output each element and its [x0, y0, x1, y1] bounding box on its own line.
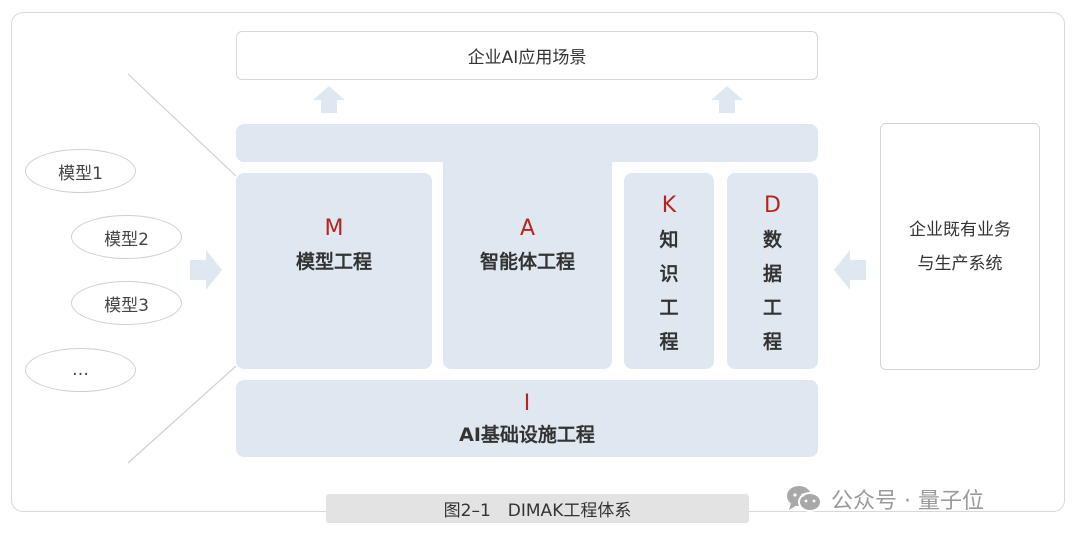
figure-caption: 图2–1 DIMAK工程体系 — [326, 494, 749, 523]
column-char-d: 程 — [762, 331, 782, 353]
data-engineering-column: D 数 据 工 程 — [727, 173, 818, 369]
column-letter-a: A — [519, 216, 536, 241]
wechat-icon — [787, 486, 822, 512]
up-arrow-right-icon — [711, 86, 743, 113]
watermark: 公众号 · 量子位 — [785, 479, 984, 519]
column-char-k: 工 — [659, 297, 679, 319]
model-oval-more: … — [25, 348, 136, 392]
ai-infrastructure-band: I AI基础设施工程 — [236, 380, 818, 457]
left-arrow-icon — [834, 250, 866, 290]
column-label-m: 模型工程 — [295, 251, 372, 273]
column-char-d: 据 — [762, 263, 782, 285]
column-char-k: 程 — [659, 331, 679, 353]
funnel-line-bottom — [127, 365, 237, 464]
top-connector-band — [236, 124, 818, 162]
column-letter-k: K — [661, 193, 677, 218]
side-box-line: 与生产系统 — [917, 253, 1003, 274]
bottom-letter-i: I — [523, 390, 531, 416]
column-char-k: 知 — [659, 229, 679, 251]
side-box-line: 企业既有业务 — [909, 219, 1011, 240]
model-oval-label: 模型3 — [104, 295, 149, 316]
column-label-a: 智能体工程 — [479, 251, 575, 273]
model-oval-label: 模型1 — [58, 163, 103, 184]
right-arrow-icon — [190, 250, 222, 290]
model-engineering-column: M 模型工程 — [236, 173, 432, 369]
watermark-text: 公众号 · 量子位 — [831, 489, 984, 514]
model-oval-label: … — [72, 360, 89, 380]
agent-engineering-column: A 智能体工程 — [443, 162, 612, 369]
column-letter-d: D — [764, 193, 781, 218]
column-char-k: 识 — [659, 263, 679, 285]
model-oval-1: 模型1 — [25, 149, 136, 193]
column-char-d: 数 — [762, 229, 782, 251]
column-char-d: 工 — [762, 297, 782, 319]
bottom-label: AI基础设施工程 — [459, 423, 595, 446]
enterprise-systems-box: 企业既有业务 与生产系统 — [880, 123, 1040, 370]
knowledge-engineering-column: K 知 识 工 程 — [624, 173, 714, 369]
enterprise-ai-scenarios-box: 企业AI应用场景 — [236, 31, 818, 80]
funnel-line-top — [127, 73, 237, 177]
up-arrow-left-icon — [313, 86, 345, 113]
model-oval-3: 模型3 — [71, 281, 182, 325]
model-oval-label: 模型2 — [104, 229, 149, 250]
column-letter-m: M — [324, 216, 344, 241]
top-box-label: 企业AI应用场景 — [467, 48, 587, 68]
caption-text: 图2–1 DIMAK工程体系 — [443, 501, 632, 521]
model-oval-2: 模型2 — [71, 215, 182, 259]
